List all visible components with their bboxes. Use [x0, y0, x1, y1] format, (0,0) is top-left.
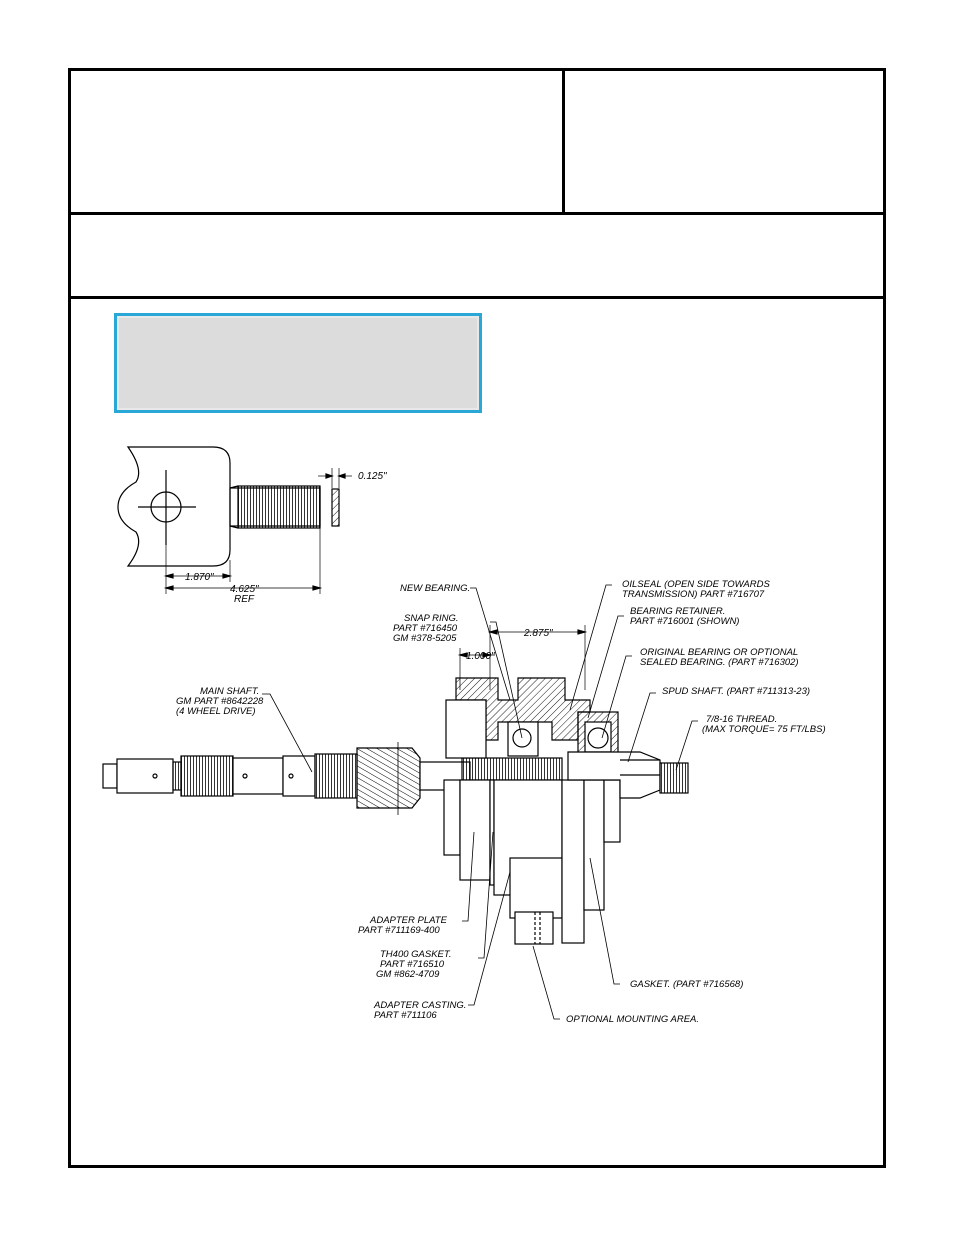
callout-adapter-plate-part: PART #711169-400 [358, 925, 440, 936]
callout-retainer: BEARING RETAINER. [630, 606, 725, 617]
dim-1000: 1.000" [466, 651, 495, 662]
dim-offset: 1.870" [185, 572, 214, 583]
callout-adapter-plate: ADAPTER PLATE [369, 915, 448, 926]
callout-original-bearing: ORIGINAL BEARING OR OPTIONAL [640, 647, 798, 658]
callout-retainer-part: PART #716001 (SHOWN) [630, 616, 739, 627]
callout-th400-gasket-gm: GM #862-4709 [376, 969, 440, 980]
callout-snap-ring-gm: GM #378-5205 [393, 633, 457, 644]
callout-new-bearing: NEW BEARING. [400, 583, 470, 594]
callout-spud-shaft: SPUD SHAFT. (PART #711313-23) [662, 686, 810, 697]
leader-lines [262, 584, 698, 1020]
dim-thickness: 0.125" [358, 471, 387, 482]
callout-adapter-casting-part: PART #711106 [374, 1010, 437, 1021]
callout-thread: 7/8-16 THREAD. [706, 714, 777, 725]
callout-th400-gasket: TH400 GASKET. [380, 949, 451, 960]
callout-adapter-casting: ADAPTER CASTING. [373, 1000, 466, 1011]
title-divider-horizontal-2 [71, 296, 883, 299]
callout-snap-ring: SNAP RING. [404, 613, 459, 624]
callout-original-bearing-part: SEALED BEARING. (PART #716302) [640, 657, 799, 668]
note-box [114, 313, 482, 413]
callout-oilseal: OILSEAL (OPEN SIDE TOWARDS [622, 579, 770, 590]
callout-gasket: GASKET. (PART #716568) [630, 979, 743, 990]
dim-2875: 2.875" [523, 628, 553, 639]
title-divider-vertical [562, 71, 565, 212]
callout-main-shaft-part: GM PART #8642228 [176, 696, 264, 707]
callout-oilseal-part: TRANSMISSION) PART #716707 [622, 589, 765, 600]
callout-th400-gasket-part: PART #716510 [380, 959, 445, 970]
drawing-frame [68, 68, 886, 1168]
main-assembly [102, 625, 689, 945]
callout-thread-torque: (MAX TORQUE= 75 FT/LBS) [702, 724, 826, 735]
callout-snap-ring-part: PART #716450 [393, 623, 458, 634]
title-divider-horizontal-1 [71, 212, 883, 215]
callout-main-shaft-note: (4 WHEEL DRIVE) [176, 706, 256, 717]
callout-main-shaft: MAIN SHAFT. [200, 686, 259, 697]
dim-length: 4.625" [230, 584, 259, 595]
callout-mounting-area: OPTIONAL MOUNTING AREA. [566, 1014, 699, 1025]
shaft-detail-view [117, 446, 352, 594]
dim-length-ref: REF [234, 594, 255, 605]
